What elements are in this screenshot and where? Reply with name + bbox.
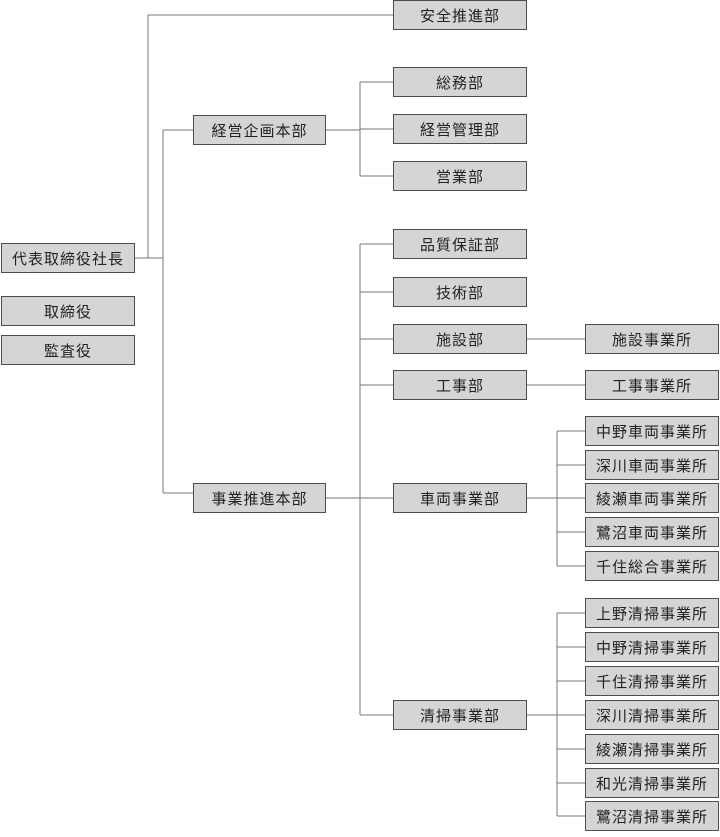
cleaning-office-box: 深川清掃事業所 xyxy=(585,700,719,730)
sales-box: 営業部 xyxy=(393,161,527,191)
facilities-dept-box: 施設部 xyxy=(393,324,527,354)
facilities-office-box: 施設事業所 xyxy=(585,324,719,354)
business-hq-box: 事業推進本部 xyxy=(193,483,326,513)
quality-dept-box: 品質保証部 xyxy=(393,229,527,259)
safety-dept-box: 安全推進部 xyxy=(393,0,527,30)
directors-box: 取締役 xyxy=(1,296,135,326)
president-box: 代表取締役社長 xyxy=(1,243,135,273)
cleaning-office-box: 和光清掃事業所 xyxy=(585,768,719,798)
vehicle-office-box: 綾瀬車両事業所 xyxy=(585,483,719,513)
management-box: 経営管理部 xyxy=(393,114,527,144)
cleaning-office-box: 千住清掃事業所 xyxy=(585,666,719,696)
auditor-box: 監査役 xyxy=(1,335,135,365)
vehicle-office-box: 千住総合事業所 xyxy=(585,551,719,581)
planning-hq-box: 経営企画本部 xyxy=(193,115,326,145)
vehicles-dept-box: 車両事業部 xyxy=(393,483,527,513)
cleaning-office-box: 綾瀬清掃事業所 xyxy=(585,734,719,764)
vehicle-office-box: 鷺沼車両事業所 xyxy=(585,517,719,547)
cleaning-dept-box: 清掃事業部 xyxy=(393,700,527,730)
construction-office-box: 工事事業所 xyxy=(585,370,719,400)
cleaning-office-box: 中野清掃事業所 xyxy=(585,632,719,662)
cleaning-office-box: 鷺沼清掃事業所 xyxy=(585,801,719,831)
vehicle-office-box: 中野車両事業所 xyxy=(585,416,719,446)
cleaning-office-box: 上野清掃事業所 xyxy=(585,598,719,628)
general-affairs-box: 総務部 xyxy=(393,67,527,97)
vehicle-office-box: 深川車両事業所 xyxy=(585,450,719,480)
construction-dept-box: 工事部 xyxy=(393,370,527,400)
technical-dept-box: 技術部 xyxy=(393,277,527,307)
